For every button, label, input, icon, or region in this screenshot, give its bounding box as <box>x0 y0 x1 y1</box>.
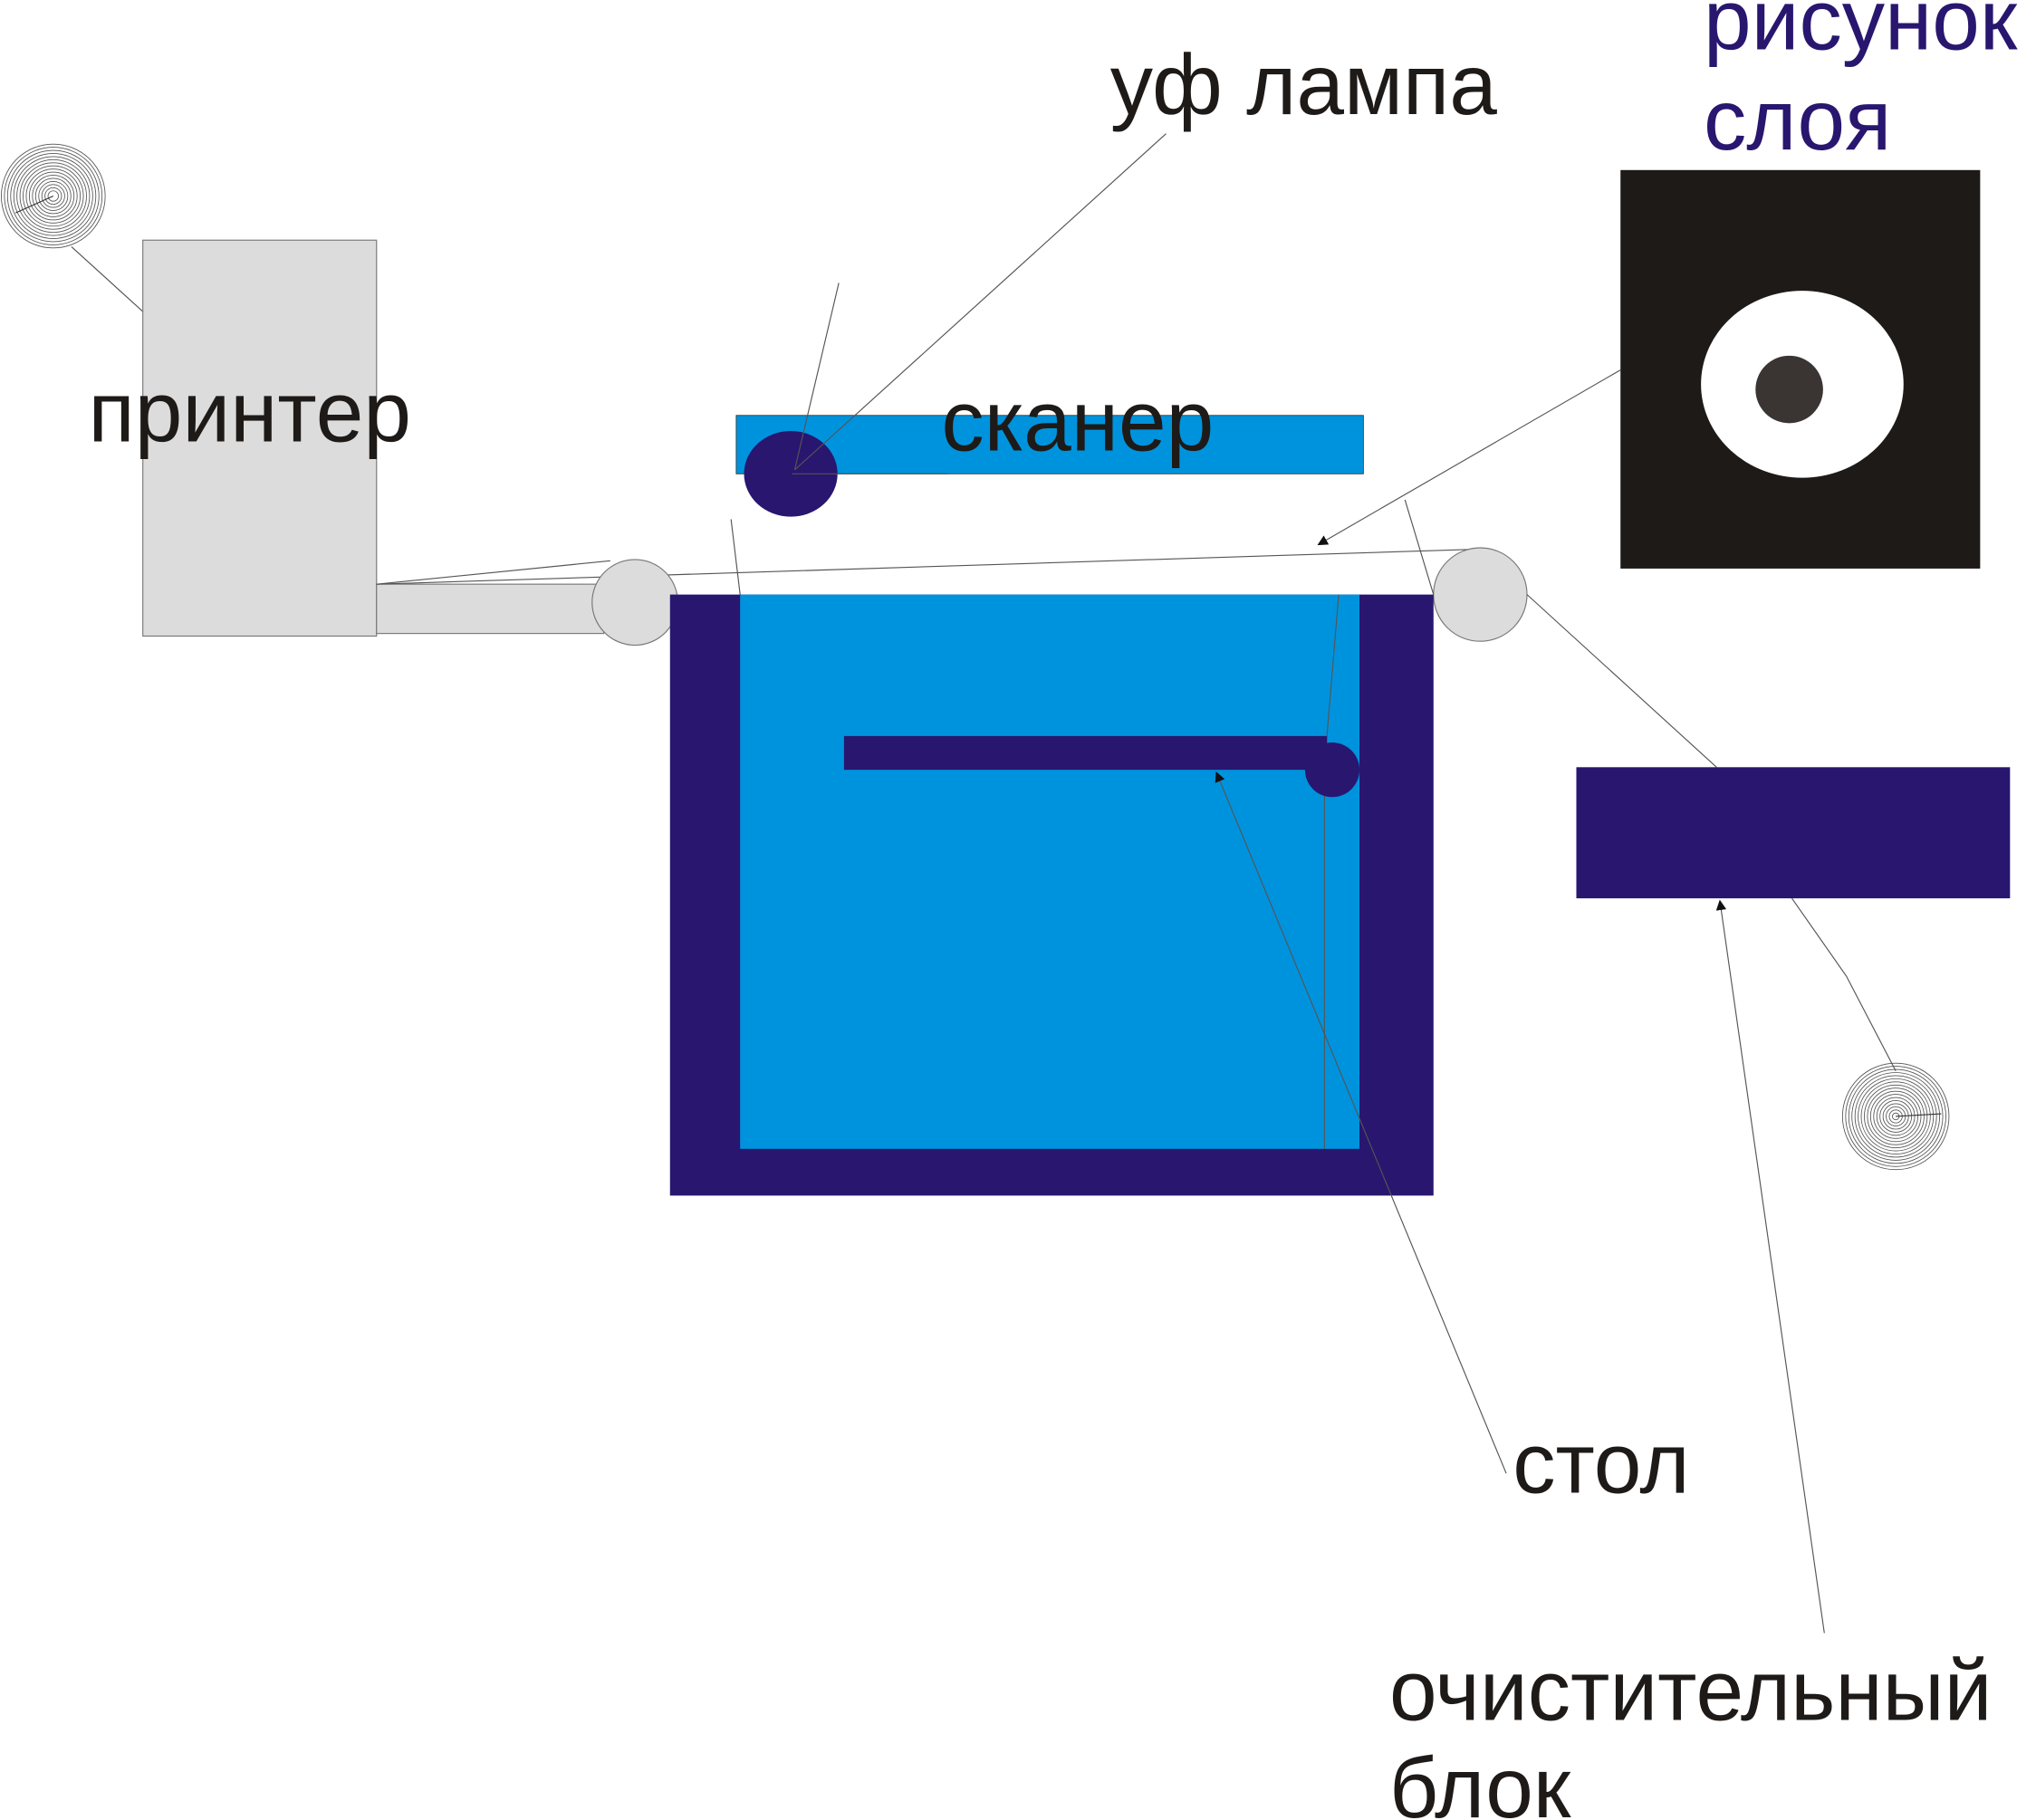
spool-ring <box>1860 1081 1931 1152</box>
left-film-spool <box>1 143 106 249</box>
layer-pattern-label-2: слоя <box>1704 72 1891 168</box>
film-line-segment <box>376 560 610 585</box>
spool-ring <box>1873 1094 1918 1139</box>
spool-ring <box>1 143 106 249</box>
layer-pattern-label-1: рисунок <box>1704 0 2018 68</box>
left-roller <box>591 559 678 647</box>
build-table <box>843 735 1328 771</box>
scan-line <box>1404 499 1435 595</box>
table-leader <box>1215 771 1507 1474</box>
pattern-center <box>1755 355 1823 424</box>
layer-pattern-leader <box>1317 369 1621 546</box>
cleaning-unit <box>1576 767 2011 899</box>
printer-box <box>142 239 378 637</box>
cleaning-unit-label-2: блок <box>1389 1740 1571 1820</box>
spool-ring <box>1858 1078 1935 1154</box>
spool-ring <box>16 158 91 234</box>
table-pivot <box>1304 742 1360 798</box>
spool-connector-line <box>71 245 144 312</box>
cleaner-to-spool <box>1791 897 1897 1072</box>
spool-film-end <box>14 195 54 214</box>
lamp-beam-line-lower <box>730 519 741 595</box>
spool-ring <box>41 184 65 208</box>
spool-ring <box>1864 1084 1928 1149</box>
scanner-bar <box>735 415 1364 474</box>
uv-lamp-label: уф лампа <box>1110 37 1497 133</box>
spool-ring <box>47 190 59 202</box>
spool-ring <box>32 175 75 217</box>
spool-ring <box>38 180 69 211</box>
spool-ring <box>1869 1090 1922 1143</box>
spool-ring <box>23 165 84 227</box>
right-film-spool <box>1841 1062 1950 1171</box>
spool-ring <box>44 187 62 206</box>
spool-ring <box>13 156 93 236</box>
right-roller <box>1433 547 1528 642</box>
spool-ring <box>6 149 100 243</box>
table-label: стол <box>1513 1416 1689 1512</box>
printer-feed-arm <box>376 583 605 635</box>
spool-ring <box>1845 1066 1946 1167</box>
spool-ring <box>1851 1072 1941 1161</box>
printer-label: принтер <box>88 364 410 460</box>
spool-film-end <box>1896 1113 1942 1117</box>
cleaning-unit-leader <box>1715 899 1825 1633</box>
spool-ring <box>1886 1106 1906 1126</box>
spool-ring <box>34 177 72 215</box>
spool-ring <box>1879 1100 1913 1133</box>
resin <box>740 594 1360 1149</box>
spool-ring <box>19 162 87 230</box>
spool-ring <box>4 147 103 245</box>
spool-ring <box>25 168 82 224</box>
lamp-beam-line <box>793 283 840 471</box>
spool-ring <box>1854 1075 1937 1158</box>
scanner-label: сканер <box>941 373 1214 469</box>
spool-ring <box>1876 1097 1916 1136</box>
spool-ring <box>1841 1062 1950 1171</box>
spool-ring <box>10 153 97 239</box>
spool-ring <box>1848 1068 1944 1164</box>
uv-lamp-leader <box>794 133 1167 471</box>
spool-ring <box>1882 1103 1909 1130</box>
cleaning-unit-label-1: очистительный <box>1389 1643 1993 1739</box>
spool-ring <box>28 171 78 221</box>
spool-ring <box>1867 1087 1925 1145</box>
film-to-cleaner <box>1526 594 1717 768</box>
film-line <box>376 548 1481 585</box>
